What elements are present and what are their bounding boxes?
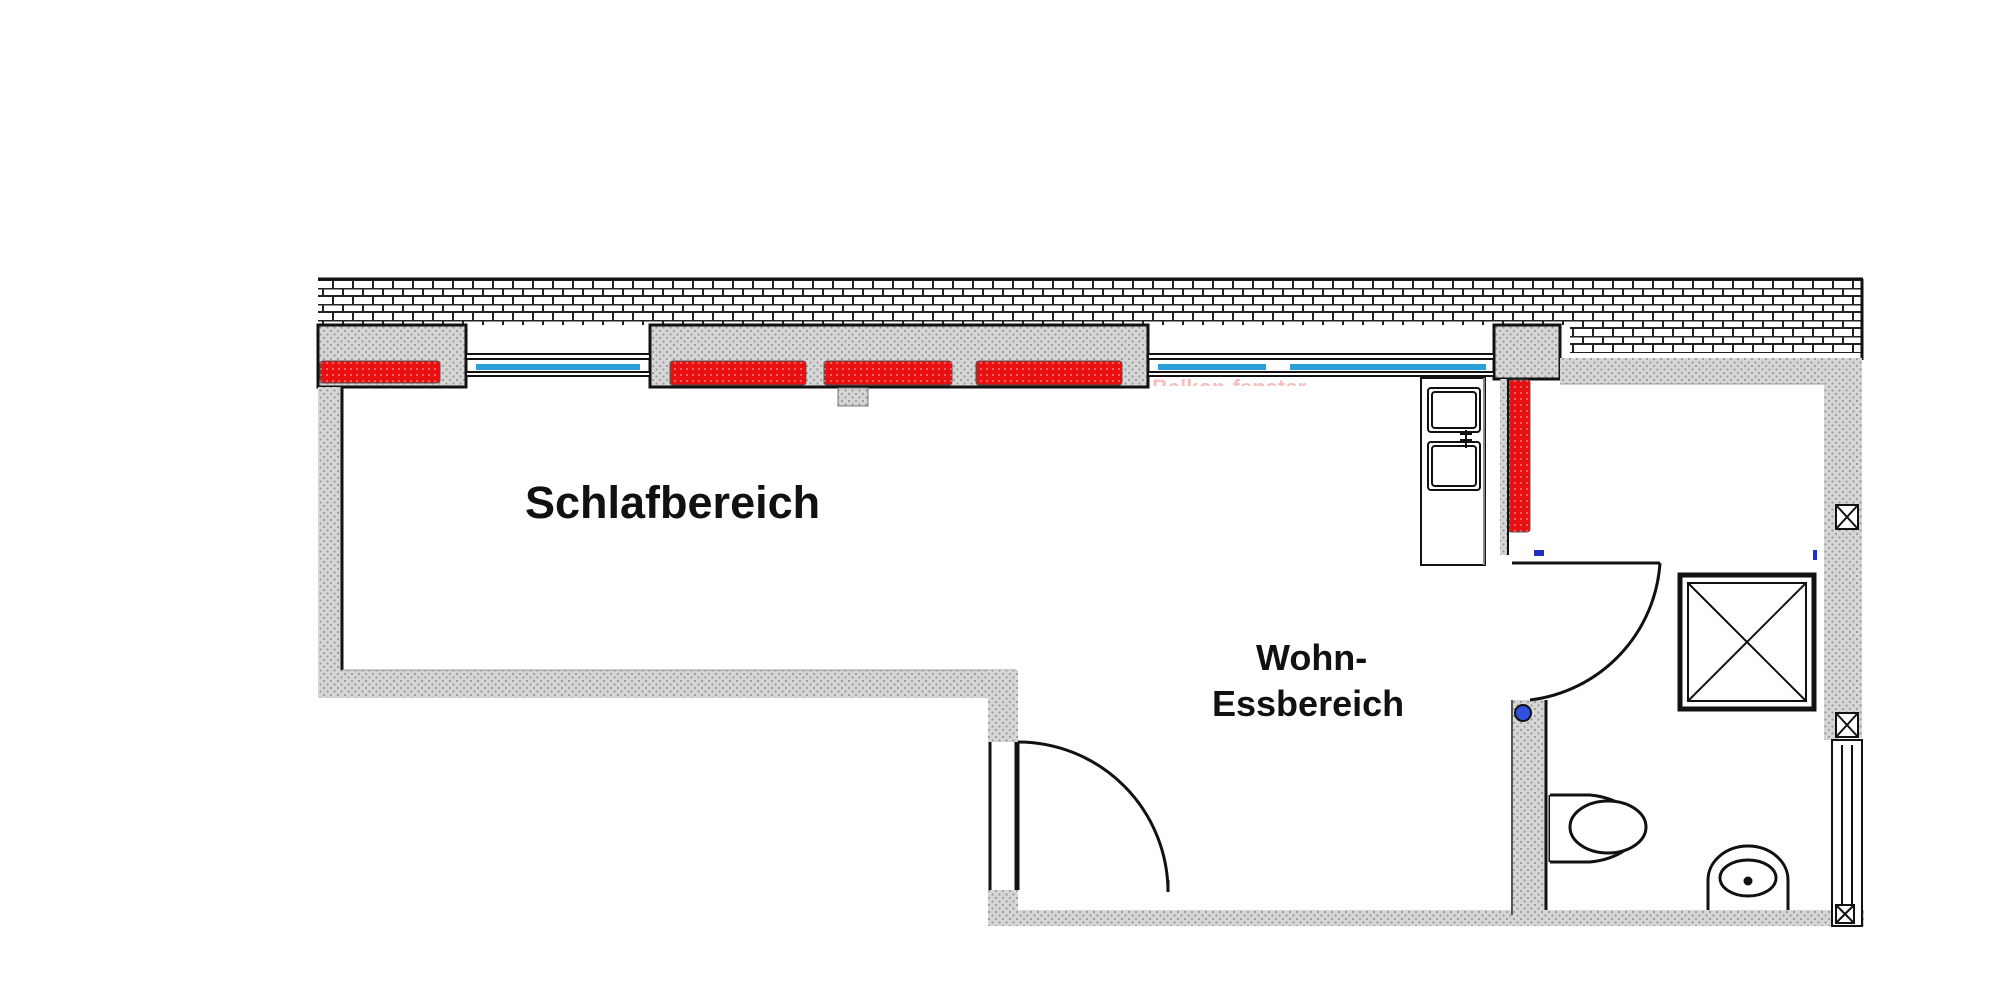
vent-marker-icon	[1835, 504, 1859, 924]
walls	[318, 358, 1864, 926]
entrance-door-swing-icon	[1016, 740, 1170, 893]
toilet-icon	[1548, 793, 1648, 864]
radiator-5	[1507, 379, 1531, 533]
room-label-sleeping: Schlafbereich	[525, 477, 820, 528]
window-glazing	[465, 353, 1495, 377]
radiator-2	[669, 360, 807, 386]
room-label-living-line1: Wohn-	[1256, 637, 1367, 678]
bathroom-door-swing-icon	[1512, 550, 1817, 702]
room-label-living-line2: Essbereich	[1212, 683, 1404, 724]
shower-tray-icon	[1677, 572, 1817, 712]
balcony-brick-hatch	[318, 277, 1864, 360]
radiator-4	[975, 360, 1123, 386]
radiator-3	[823, 360, 953, 386]
bathroom-window	[1831, 739, 1863, 927]
kitchen-sink-icon	[1420, 377, 1486, 566]
radiator-1	[319, 360, 441, 384]
installation-point-icon	[1514, 704, 1532, 722]
washbasin-icon	[1706, 844, 1790, 910]
